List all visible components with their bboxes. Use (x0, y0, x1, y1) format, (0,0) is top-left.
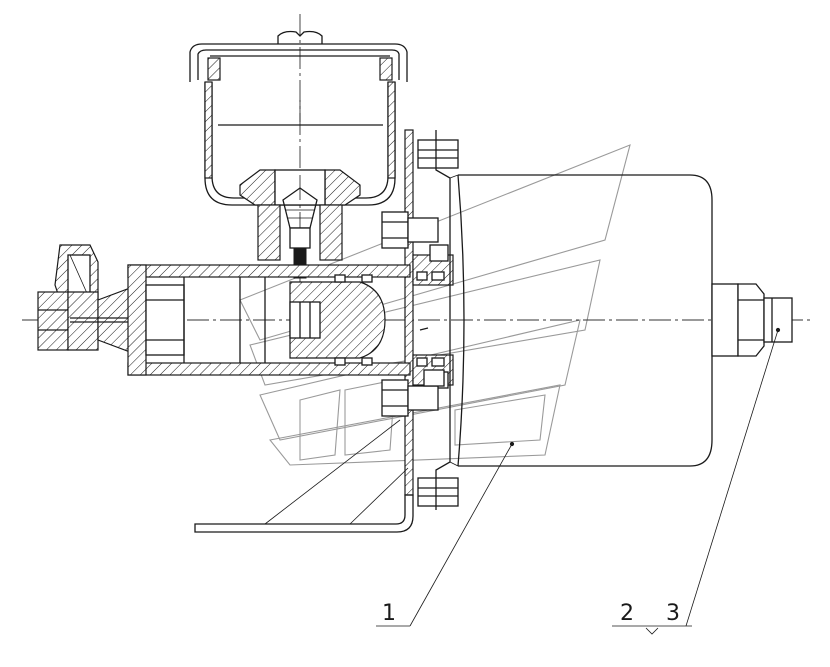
right-fitting (711, 283, 793, 357)
reservoir-cap (189, 30, 408, 82)
callout-labels: 1 2 3 (382, 601, 680, 626)
cylinder-body (127, 264, 411, 376)
left-fitting (37, 244, 140, 353)
callout-2: 2 (620, 601, 634, 626)
center-lines (22, 14, 810, 321)
leader-lines (264, 327, 781, 635)
bolts (381, 139, 459, 507)
piston (289, 274, 386, 366)
flange-seals (412, 244, 454, 389)
mounting-bracket (194, 129, 414, 533)
callout-1: 1 (382, 601, 396, 626)
watermark-logo (239, 144, 631, 466)
callout-3: 3 (666, 601, 680, 626)
